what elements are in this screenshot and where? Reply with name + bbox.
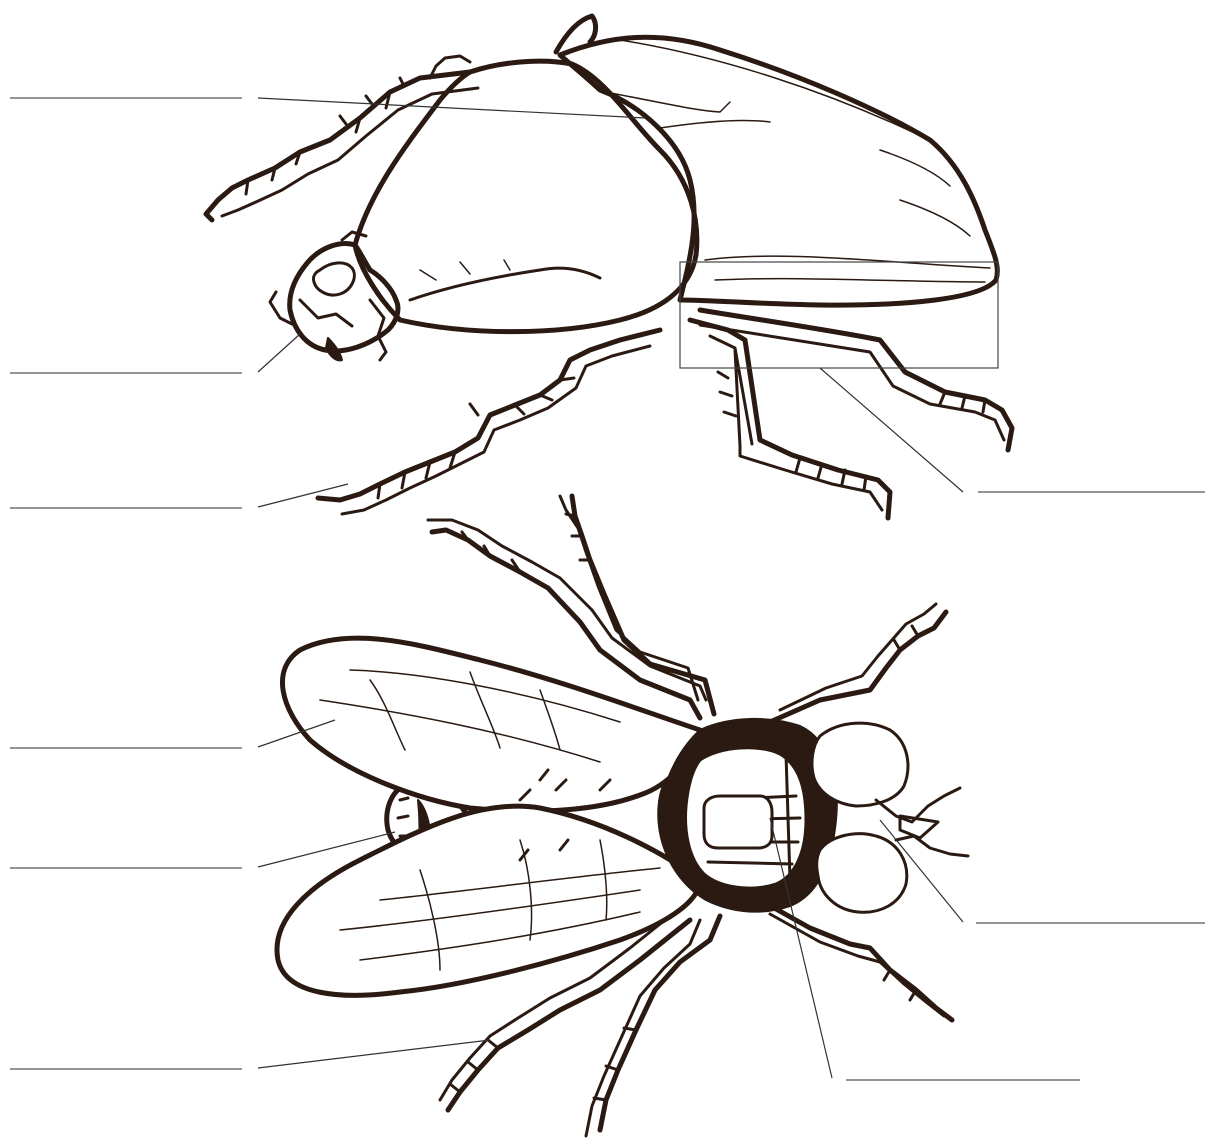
beetle-leader-3 [258,484,348,507]
beetle-thorax [355,61,697,331]
beetle-label-lines [10,98,1205,508]
fly-leg-upper-right [770,604,946,722]
fly-leg-upper-middle [560,496,714,714]
fly-leg-lower-right [760,900,952,1020]
fly-wing-lower [277,806,700,995]
beetle-leader-2 [258,334,300,372]
fly-thorax [659,719,837,912]
beetle-leg-front [206,56,478,220]
beetle-illustration [206,16,1012,518]
fly-illustration [277,496,968,1136]
beetle-leg-rear-right [700,310,1012,450]
beetle-leg-middle [318,330,660,514]
fly-leader-3 [258,1040,490,1068]
beetle-leader-1 [258,98,645,118]
